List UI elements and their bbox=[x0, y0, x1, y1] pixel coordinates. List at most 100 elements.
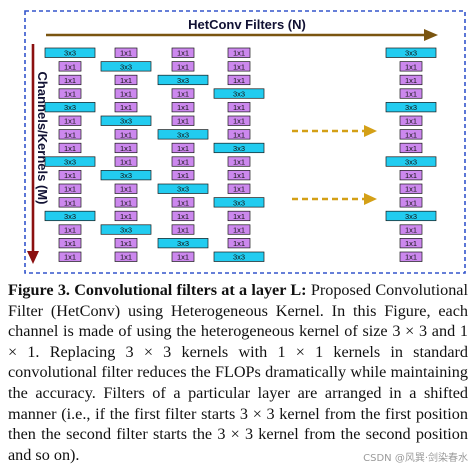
kernel-3x3-box bbox=[157, 74, 209, 86]
kernel-label: 3x3 bbox=[233, 198, 245, 207]
kernel-label: 1x1 bbox=[405, 130, 417, 139]
kernel-label: 1x1 bbox=[233, 158, 245, 167]
kernel-label: 1x1 bbox=[64, 76, 76, 85]
kernel-1x1-box bbox=[171, 61, 195, 72]
kernel-1x1-box bbox=[114, 197, 138, 208]
kernel-1x1-box bbox=[58, 183, 82, 194]
kernel-label: 1x1 bbox=[233, 212, 245, 221]
kernel-1x1-box bbox=[399, 129, 423, 140]
kernel-label: 1x1 bbox=[120, 144, 132, 153]
kernel-1x1-box bbox=[114, 183, 138, 194]
kernel-label: 1x1 bbox=[405, 226, 417, 235]
kernel-1x1-box bbox=[114, 88, 138, 99]
kernel-label: 1x1 bbox=[233, 76, 245, 85]
kernel-label: 1x1 bbox=[177, 117, 189, 126]
kernel-1x1-box bbox=[399, 183, 423, 194]
kernel-label: 1x1 bbox=[177, 171, 189, 180]
kernel-1x1-box bbox=[399, 170, 423, 181]
kernel-label: 1x1 bbox=[177, 158, 189, 167]
kernel-label: 1x1 bbox=[233, 103, 245, 112]
kernel-3x3-box bbox=[100, 224, 152, 235]
kernel-3x3-box bbox=[44, 210, 96, 222]
kernel-label: 3x3 bbox=[233, 90, 245, 99]
kernel-label: 3x3 bbox=[177, 130, 189, 139]
kernel-label: 1x1 bbox=[64, 117, 76, 126]
kernel-1x1-box bbox=[227, 224, 251, 235]
kernel-label: 3x3 bbox=[64, 158, 76, 167]
kernel-label: 1x1 bbox=[120, 90, 132, 99]
kernel-label: 1x1 bbox=[405, 198, 417, 207]
kernel-1x1-box bbox=[227, 115, 251, 126]
kernel-1x1-box bbox=[399, 238, 423, 249]
kernel-label: 1x1 bbox=[64, 226, 76, 235]
kernel-label: 1x1 bbox=[120, 198, 132, 207]
side-axis-arrowhead bbox=[27, 251, 39, 264]
kernel-1x1-box bbox=[171, 170, 195, 181]
kernel-label: 3x3 bbox=[405, 158, 417, 167]
caption-title: Convolutional filters at a layer L: bbox=[74, 281, 307, 299]
kernel-label: 3x3 bbox=[64, 49, 76, 58]
filter-2-column: 1x13x31x11x11x13x31x11x11x13x31x11x11x13… bbox=[100, 47, 152, 262]
continuation-arrow-lower-head bbox=[364, 193, 377, 205]
kernel-3x3-box bbox=[157, 238, 209, 249]
kernel-label: 1x1 bbox=[64, 90, 76, 99]
kernel-1x1-box bbox=[171, 115, 195, 126]
kernel-label: 3x3 bbox=[405, 49, 417, 58]
kernel-label: 1x1 bbox=[120, 103, 132, 112]
kernel-1x1-box bbox=[58, 74, 82, 86]
kernel-label: 1x1 bbox=[64, 171, 76, 180]
kernel-3x3-box bbox=[213, 88, 265, 99]
kernel-1x1-box bbox=[114, 102, 138, 113]
kernel-label: 1x1 bbox=[120, 253, 132, 262]
kernel-label: 1x1 bbox=[405, 239, 417, 248]
kernel-3x3-box bbox=[213, 197, 265, 208]
kernel-1x1-box bbox=[171, 88, 195, 99]
kernel-label: 3x3 bbox=[64, 212, 76, 221]
kernel-1x1-box bbox=[399, 115, 423, 126]
kernel-1x1-box bbox=[114, 238, 138, 249]
kernel-label: 1x1 bbox=[64, 239, 76, 248]
watermark: CSDN @风巽·剑染春水 bbox=[363, 453, 468, 464]
kernel-1x1-box bbox=[227, 47, 251, 58]
kernel-grid: 3x3 1x1 1x1 1x1 3x3 1x1 1x1 1x1 3x3 1x1 1x1 1x1 3x3 1… bbox=[44, 47, 437, 262]
kernel-label: 1x1 bbox=[64, 62, 76, 71]
kernel-1x1-box bbox=[114, 142, 138, 154]
kernel-label: 1x1 bbox=[177, 212, 189, 221]
kernel-label: 1x1 bbox=[405, 76, 417, 85]
kernel-3x3-box bbox=[44, 156, 96, 167]
kernel-label: 1x1 bbox=[233, 171, 245, 180]
kernel-1x1-box bbox=[171, 210, 195, 222]
figure-caption: Figure 3. Convolutional filters at a lay… bbox=[8, 280, 468, 465]
kernel-1x1-box bbox=[114, 251, 138, 262]
kernel-1x1-box bbox=[399, 74, 423, 86]
kernel-label: 3x3 bbox=[177, 239, 189, 248]
kernel-3x3-box bbox=[100, 61, 152, 72]
kernel-3x3-box bbox=[385, 102, 437, 113]
kernel-3x3-box bbox=[100, 115, 152, 126]
kernel-label: 1x1 bbox=[233, 239, 245, 248]
kernel-3x3-box bbox=[385, 156, 437, 167]
continuation-arrow-upper-head bbox=[364, 125, 377, 137]
kernel-label: 1x1 bbox=[64, 198, 76, 207]
kernel-1x1-box bbox=[227, 129, 251, 140]
kernel-label: 3x3 bbox=[120, 62, 132, 71]
kernel-1x1-box bbox=[58, 251, 82, 262]
kernel-1x1-box bbox=[171, 102, 195, 113]
kernel-label: 1x1 bbox=[120, 212, 132, 221]
continuation-arrow-lower bbox=[292, 193, 377, 205]
kernel-1x1-box bbox=[227, 238, 251, 249]
kernel-1x1-box bbox=[114, 47, 138, 58]
kernel-label: 3x3 bbox=[177, 185, 189, 194]
kernel-1x1-box bbox=[399, 224, 423, 235]
kernel-label: 1x1 bbox=[120, 76, 132, 85]
kernel-3x3-box bbox=[100, 170, 152, 181]
kernel-label: 1x1 bbox=[233, 185, 245, 194]
kernel-label: 1x1 bbox=[405, 185, 417, 194]
kernel-1x1-box bbox=[227, 170, 251, 181]
kernel-label: 1x1 bbox=[405, 90, 417, 99]
kernel-label: 1x1 bbox=[177, 49, 189, 58]
filter-1-column: 3x31x11x11x13x31x11x11x13x31x11x11x13x31… bbox=[44, 47, 96, 262]
kernel-label: 1x1 bbox=[64, 185, 76, 194]
kernel-label: 1x1 bbox=[405, 62, 417, 71]
kernel-label: 3x3 bbox=[405, 103, 417, 112]
